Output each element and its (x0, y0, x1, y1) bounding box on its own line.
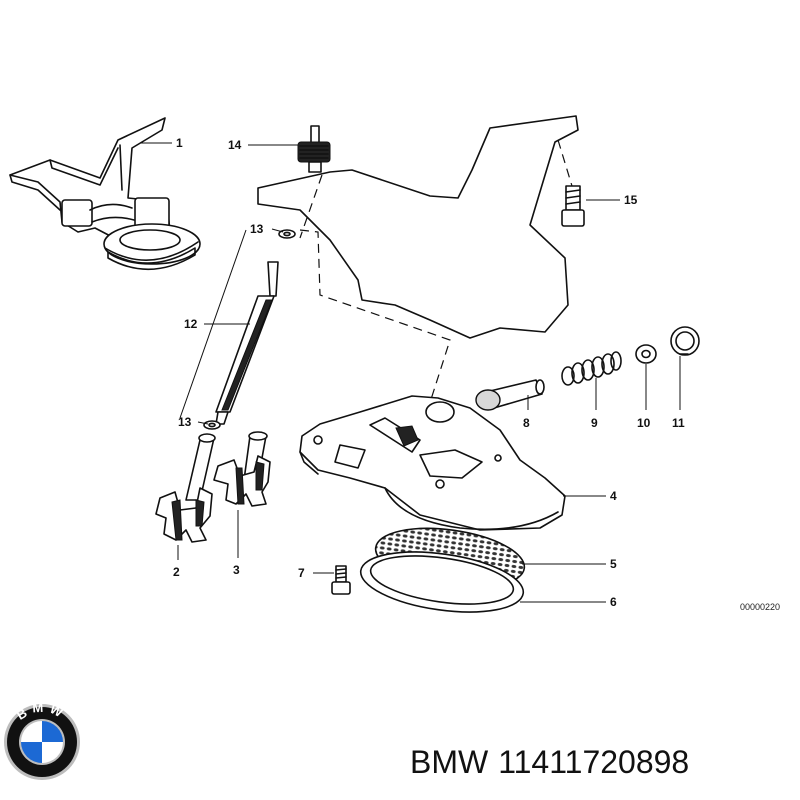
assembly-lines (299, 174, 451, 441)
callout-6: 6 (610, 595, 617, 609)
callout-9: 9 (591, 416, 598, 430)
callout-14: 14 (228, 138, 242, 152)
bmw-logo: BMW (4, 700, 80, 780)
part-2-pump-rotor (155, 433, 216, 543)
engine-block-outline (257, 115, 579, 339)
drawing-reference-number: 00000220 (740, 602, 780, 612)
callout-1: 1 (176, 136, 183, 150)
callout-4: 4 (610, 489, 617, 503)
part-1-oil-pump-assembly (9, 117, 201, 271)
callout-2: 2 (173, 565, 180, 579)
part-9-spring (561, 351, 622, 386)
callout-10: 10 (637, 416, 651, 430)
callout-8: 8 (523, 416, 530, 430)
part-10-washer (635, 344, 657, 364)
part-12-drive-shaft (215, 261, 279, 425)
callout-12: 12 (184, 317, 198, 331)
callout-13-bottom: 13 (178, 415, 192, 429)
callout-5: 5 (610, 557, 617, 571)
brand-name: BMW (410, 744, 489, 780)
part-number: 11411720898 (498, 744, 690, 780)
part-15-bolt (557, 139, 585, 227)
callout-3: 3 (233, 563, 240, 577)
part-4-pump-housing (299, 395, 566, 531)
part-7-screw (331, 565, 351, 595)
part-8-relief-valve-piston (475, 379, 545, 411)
callout-7: 7 (298, 566, 305, 580)
part-3-pump-rotor (213, 431, 271, 507)
part-6-gasket (359, 551, 525, 613)
callout-13-top: 13 (250, 222, 264, 236)
callout-labels: 1 2 3 4 5 6 7 8 9 10 11 12 13 13 14 15 0… (173, 136, 780, 612)
callout-11: 11 (672, 416, 685, 430)
part-14-drive-gear (297, 125, 331, 173)
leader-lines (140, 142, 681, 603)
callout-15: 15 (624, 193, 638, 207)
part-11-circlip (670, 326, 700, 356)
part-13-washer-bottom (203, 420, 221, 430)
